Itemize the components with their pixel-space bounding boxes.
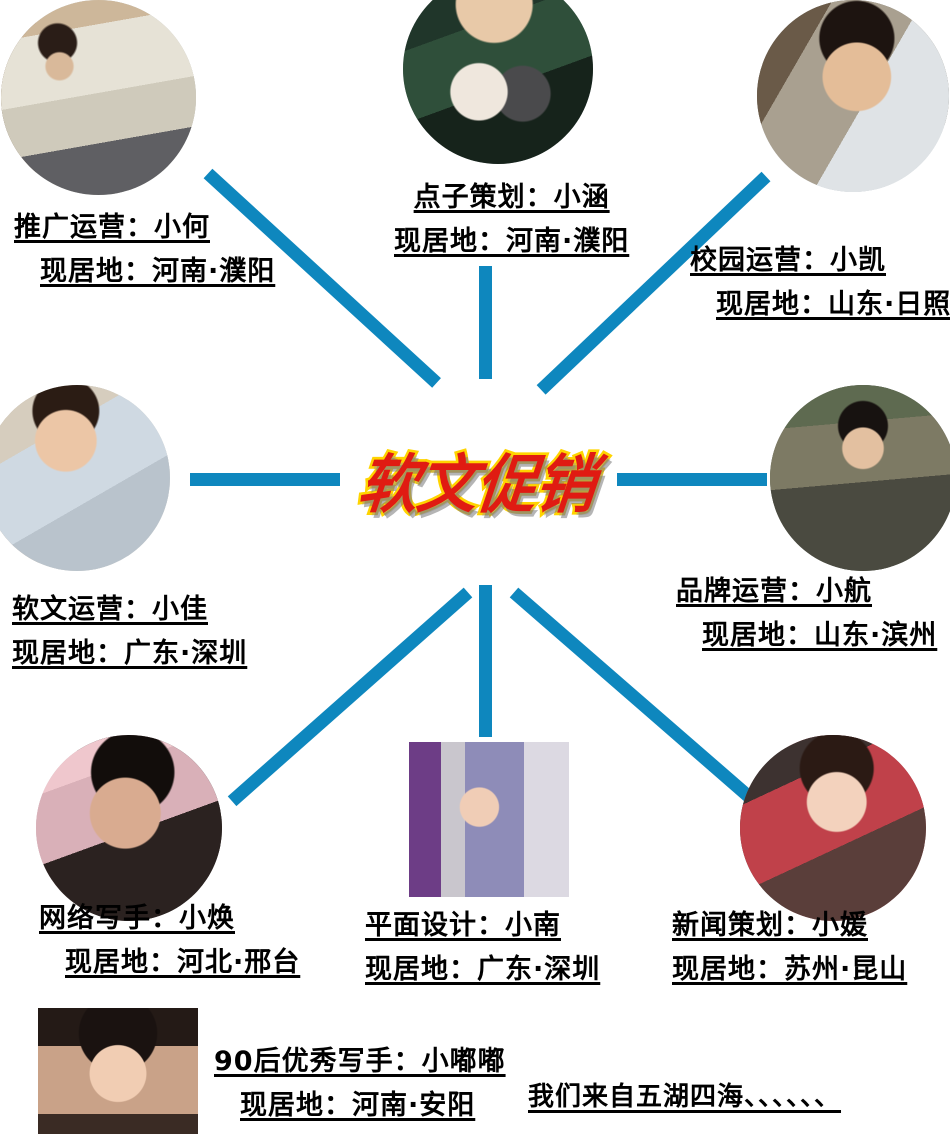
connector-line-top-center — [479, 266, 492, 379]
photo-image — [36, 735, 222, 921]
connector-line-bottom-center — [479, 585, 492, 737]
photo-image — [1, 0, 196, 195]
member-label-dianzi-cehua: 点子策划：小涵 现居地：河南·濮阳 — [394, 180, 629, 262]
member-photo-pingmian-sheji — [409, 742, 569, 897]
member-photo-jiuling-hou-xieshou — [38, 1008, 198, 1134]
center-title-text: 软文促销 — [352, 445, 601, 524]
member-role: 90后优秀写手：小嘟嘟 — [214, 1046, 506, 1077]
photo-image — [757, 0, 949, 192]
photo-image — [0, 385, 170, 571]
member-location: 现居地：河南·安阳 — [240, 1090, 476, 1122]
member-role: 点子策划：小涵 — [413, 182, 610, 213]
member-photo-pinpai-yunying — [770, 385, 950, 571]
member-location: 现居地：苏州·昆山 — [672, 954, 908, 986]
member-role: 软文运营：小佳 — [12, 594, 208, 625]
member-location: 现居地：广东·深圳 — [12, 638, 248, 670]
member-label-tuiguang-yunying: 推广运营：小何 现居地：河南·濮阳 — [14, 210, 275, 292]
member-role: 校园运营：小凯 — [690, 245, 886, 276]
member-label-ruanwen-yunying: 软文运营：小佳 现居地：广东·深圳 — [12, 592, 247, 674]
member-label-pingmian-sheji: 平面设计：小南 现居地：广东·深圳 — [365, 908, 600, 990]
photo-image — [403, 0, 593, 164]
member-role: 品牌运营：小航 — [676, 576, 872, 607]
member-location: 现居地：河北·邢台 — [65, 947, 301, 979]
member-photo-tuiguang-yunying — [1, 0, 196, 195]
member-photo-wangluo-xieshou — [36, 735, 222, 921]
member-role: 推广运营：小何 — [14, 212, 210, 243]
connector-line-middle-right — [617, 473, 767, 486]
member-role: 新闻策划：小媛 — [672, 910, 868, 941]
center-title: 软文促销 — [352, 438, 602, 524]
member-location: 现居地：广东·深圳 — [365, 954, 601, 986]
member-photo-ruanwen-yunying — [0, 385, 170, 571]
member-label-xiaoyuan-yunying: 校园运营：小凯 现居地：山东·日照 — [690, 243, 950, 325]
member-photo-dianzi-cehua — [403, 0, 593, 164]
member-label-wangluo-xieshou: 网络写手：小焕 现居地：河北·邢台 — [39, 901, 300, 983]
member-location: 现居地：河南·濮阳 — [40, 256, 276, 288]
member-photo-xiaoyuan-yunying — [757, 0, 949, 192]
member-label-pinpai-yunying: 品牌运营：小航 现居地：山东·滨州 — [676, 574, 937, 656]
member-location: 现居地：河南·濮阳 — [394, 226, 630, 258]
photo-image — [770, 385, 950, 571]
member-role: 网络写手：小焕 — [39, 903, 235, 934]
connector-line-middle-left — [190, 473, 340, 486]
photo-image — [38, 1008, 198, 1134]
member-label-jiuling-hou-xieshou: 90后优秀写手：小嘟嘟 现居地：河南·安阳 — [214, 1044, 506, 1126]
member-location: 现居地：山东·滨州 — [702, 620, 938, 652]
photo-image — [409, 742, 569, 897]
member-label-xinwen-cehua: 新闻策划：小媛 现居地：苏州·昆山 — [672, 908, 907, 990]
team-tagline: 我们来自五湖四海、、、、、、 — [528, 1082, 842, 1112]
member-location: 现居地：山东·日照 — [716, 289, 950, 321]
member-photo-xinwen-cehua — [740, 735, 926, 921]
photo-image — [740, 735, 926, 921]
member-role: 平面设计：小南 — [365, 910, 561, 941]
